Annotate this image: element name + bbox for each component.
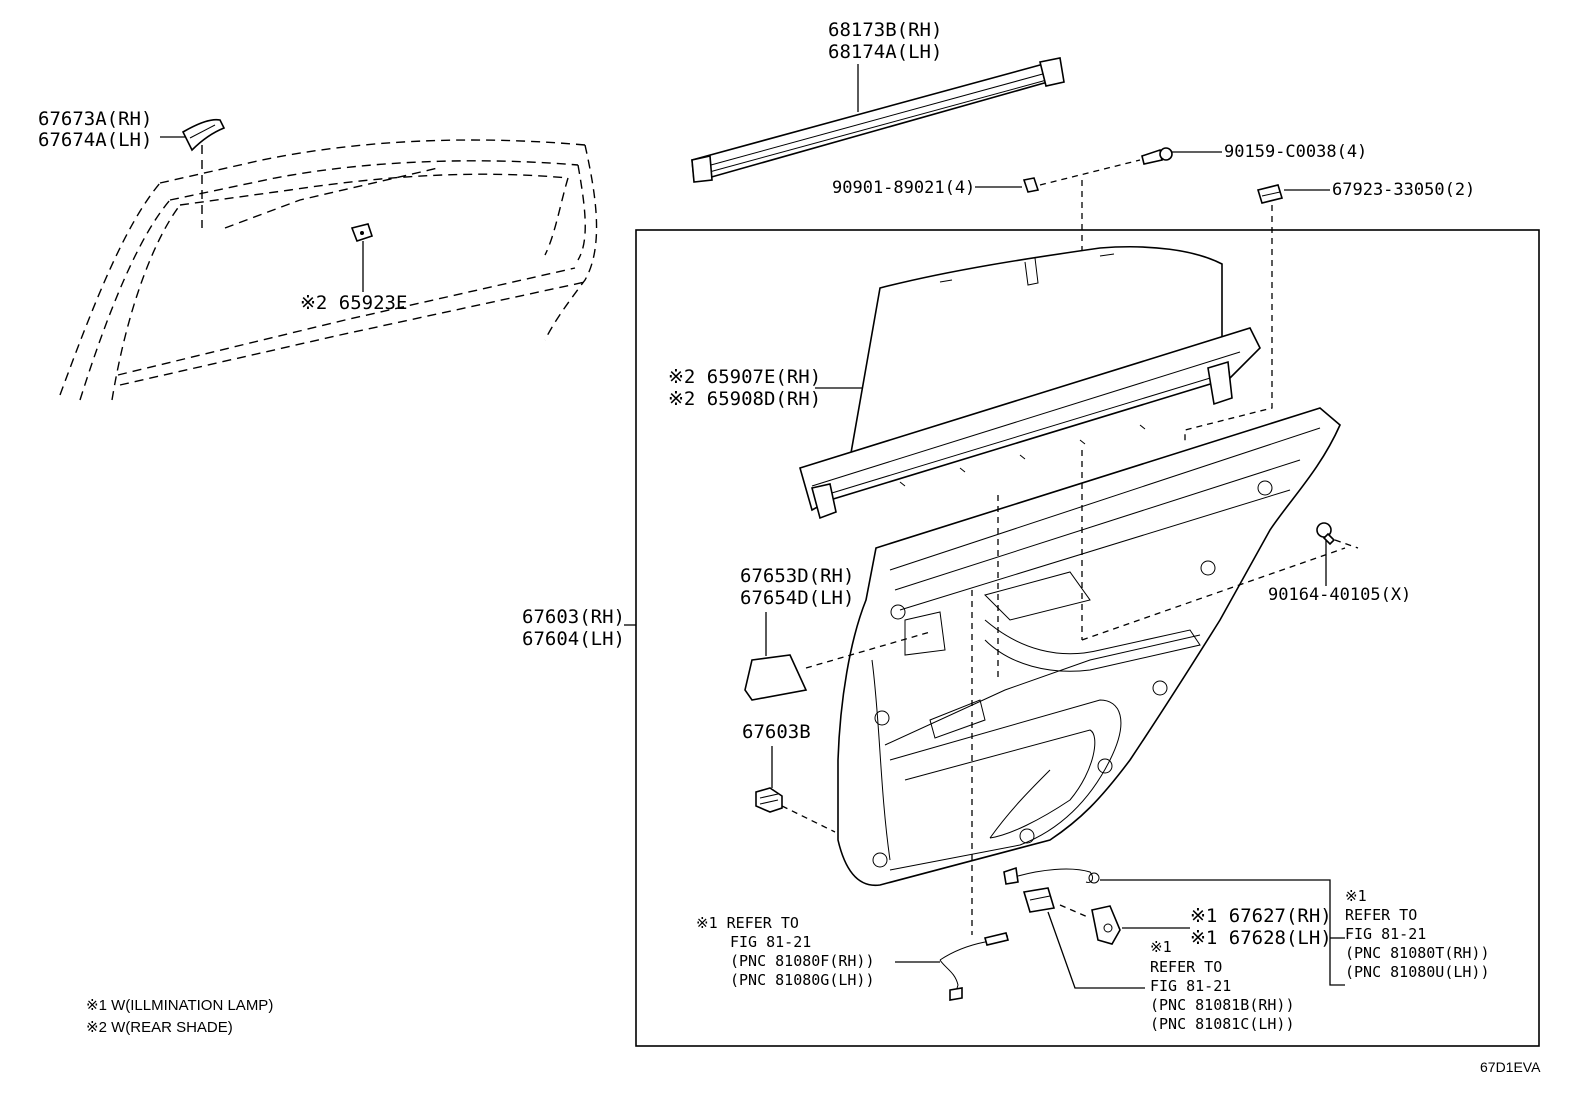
ref-middle-line-1: ※1 <box>1150 938 1172 956</box>
assembly-boundary <box>635 229 1540 1047</box>
ref-middle-line-5: (PNC 81081C(LH)) <box>1150 1015 1295 1033</box>
label-67604: 67604(LH) <box>522 628 625 650</box>
label-67603: 67603(RH) <box>522 606 625 628</box>
ref-right-line-2: REFER TO <box>1345 906 1417 924</box>
ref-right-line-1: ※1 <box>1345 887 1367 905</box>
ref-middle-line-3: FIG 81-21 <box>1150 977 1231 995</box>
label-67628: ※1 67628(LH) <box>1190 927 1332 949</box>
label-67674a: 67674A(LH) <box>38 129 152 151</box>
label-67673a: 67673A(RH) <box>38 108 152 130</box>
ref-right: ※1 REFER TO FIG 81-21 (PNC 81080T(RH)) (… <box>1345 887 1490 981</box>
ref-right-line-4: (PNC 81080T(RH)) <box>1345 944 1490 962</box>
trim-cap-part <box>744 654 808 701</box>
label-67627: ※1 67627(RH) <box>1190 905 1332 927</box>
ref-middle: ※1 REFER TO FIG 81-21 (PNC 81081B(RH)) (… <box>1150 938 1295 1033</box>
retainer-clip-part <box>1256 184 1284 204</box>
ref-left: ※1 REFER TO FIG 81-21 (PNC 81080F(RH)) (… <box>696 914 875 989</box>
ref-left-line-2: FIG 81-21 <box>730 933 811 951</box>
diagram-code: 67D1EVA <box>1480 1059 1541 1075</box>
label-67654d: 67654D(LH) <box>740 587 854 609</box>
label-68174a: 68174A(LH) <box>828 41 942 63</box>
label-65908d: ※2 65908D(RH) <box>668 388 821 410</box>
ref-right-line-3: FIG 81-21 <box>1345 925 1426 943</box>
trim-clip-part <box>755 787 783 813</box>
door-trim-board-part <box>837 407 1341 887</box>
ref-right-line-5: (PNC 81080U(LH)) <box>1345 963 1490 981</box>
label-90164: 90164-40105(X) <box>1268 585 1411 605</box>
ref-left-line-4: (PNC 81080G(LH)) <box>730 971 875 989</box>
ref-middle-line-4: (PNC 81081B(RH)) <box>1150 996 1295 1014</box>
door-frame-drawing <box>59 139 598 401</box>
label-67923: 67923-33050(2) <box>1332 180 1475 200</box>
label-68173b: 68173B(RH) <box>828 19 942 41</box>
label-90159: 90159-C0038(4) <box>1224 142 1367 162</box>
label-65923e: ※2 65923E <box>300 292 407 314</box>
ref-middle-line-2: REFER TO <box>1150 958 1222 976</box>
switch-harness-part <box>939 932 1009 1001</box>
lamp-harness-part <box>1003 866 1100 913</box>
label-65907e: ※2 65907E(RH) <box>668 366 821 388</box>
rear-shade-part <box>799 246 1261 520</box>
label-67603b: 67603B <box>742 721 811 743</box>
note-illumination: ※1 W(ILLMINATION LAMP) <box>86 997 273 1014</box>
note-rear-shade: ※2 W(REAR SHADE) <box>86 1019 233 1036</box>
trim-screw-part <box>1316 522 1336 546</box>
ref-left-line-1: ※1 REFER TO <box>696 914 799 932</box>
label-67653d: 67653D(RH) <box>740 565 854 587</box>
label-90901: 90901-89021(4) <box>832 178 975 198</box>
screw-part <box>1141 147 1173 165</box>
quarter-cover-part <box>181 118 226 152</box>
nut-part <box>1022 177 1040 193</box>
shade-clip-part <box>350 223 374 243</box>
lamp-bulb-part <box>1091 905 1121 945</box>
belt-weatherstrip-part <box>691 57 1065 183</box>
ref-left-line-3: (PNC 81080F(RH)) <box>730 952 875 970</box>
